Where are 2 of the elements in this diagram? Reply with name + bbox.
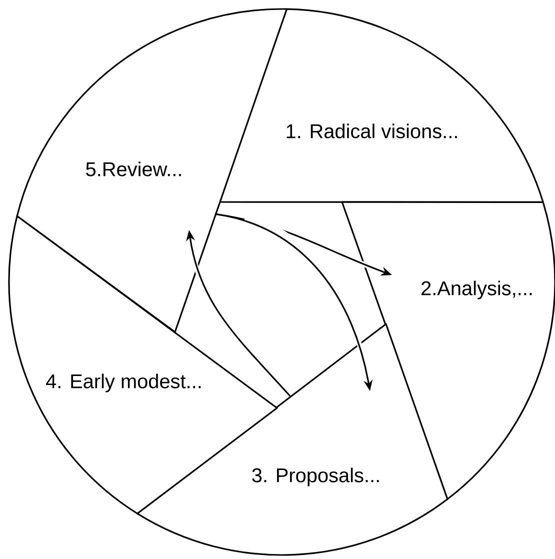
aperture-segment: 5.Review... [16,8,288,333]
aperture-segment: 1. Radical visions... [218,8,544,203]
